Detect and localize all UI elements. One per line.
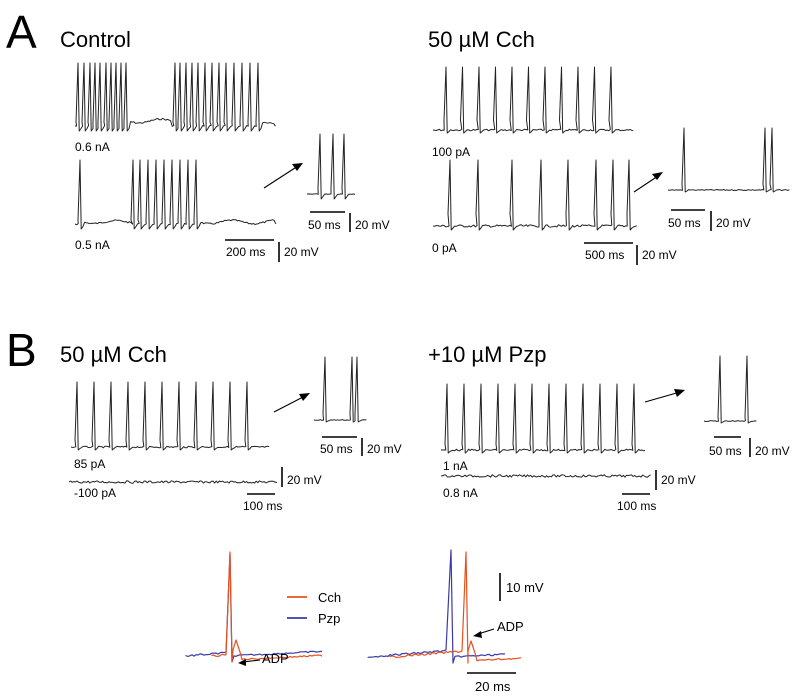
- overlay-time-scale-label: 20 ms: [475, 679, 511, 694]
- adp-right-label: ADP: [497, 619, 524, 634]
- cch-a-title: 50 µM Cch: [428, 27, 535, 52]
- overlay-left-pzp-trace: [185, 553, 323, 663]
- cch-b-title: 50 µM Cch: [60, 342, 167, 367]
- control-inset-trace: [306, 133, 356, 200]
- legend-cch-label: Cch: [318, 590, 341, 605]
- cch-a-voltage-scale-label: 20 mV: [642, 248, 677, 262]
- cch-a-bottom-current-label: 0 pA: [432, 241, 457, 255]
- panel-a-letter: A: [6, 6, 37, 58]
- control-top-trace: [75, 62, 276, 132]
- control-arrow-head-icon: [292, 163, 303, 171]
- control-bottom-trace: [74, 159, 277, 230]
- pzp-top-current-label: 1 nA: [443, 459, 468, 473]
- cch-b-hyperpolarized-trace: [68, 480, 278, 484]
- control-voltage-scale-label: 20 mV: [284, 245, 319, 259]
- cch-b-inset-voltage-label: 20 mV: [367, 442, 402, 456]
- cch-a-bottom-trace: [432, 159, 638, 231]
- overlay-right-cch-trace: [389, 551, 522, 664]
- control-title: Control: [60, 27, 131, 52]
- cch-b-bottom-current-label: -100 pA: [74, 486, 116, 500]
- pzp-inset-trace: [703, 355, 757, 424]
- pzp-voltage-scale-label: 20 mV: [661, 473, 696, 487]
- cch-b-arrow-head-icon: [299, 393, 310, 401]
- overlay-left-cch-trace: [211, 551, 323, 663]
- pzp-inset-voltage-label: 20 mV: [755, 444, 790, 458]
- cch-b-inset-trace: [313, 356, 367, 423]
- legend-pzp-label: Pzp: [318, 611, 340, 626]
- pzp-arrow-head-icon: [674, 389, 685, 397]
- pzp-inset-time-label: 50 ms: [709, 444, 742, 458]
- control-arrow-line: [263, 165, 299, 189]
- panel-b-letter: B: [6, 324, 37, 376]
- cch-a-time-scale-label: 500 ms: [585, 248, 624, 262]
- control-time-scale-label: 200 ms: [226, 245, 265, 259]
- cch-b-top-current-label: 85 pA: [74, 457, 105, 471]
- control-bottom-current-label: 0.5 nA: [75, 238, 110, 252]
- control-top-current-label: 0.6 nA: [75, 140, 110, 154]
- cch-b-inset-time-label: 50 ms: [320, 442, 353, 456]
- pzp-arrow-line: [644, 391, 681, 403]
- adp-right-arrow-head-icon: [473, 631, 482, 638]
- overlay-right-pzp-trace: [367, 549, 506, 664]
- cch-a-arrow-head-icon: [652, 172, 663, 180]
- cch-b-voltage-scale-label: 20 mV: [287, 473, 322, 487]
- control-inset-voltage-label: 20 mV: [355, 218, 390, 232]
- pzp-flat-trace: [440, 474, 651, 478]
- cch-a-inset-voltage-label: 20 mV: [716, 216, 751, 230]
- cch-b-arrow-line: [273, 395, 306, 413]
- cch-a-inset-trace: [667, 127, 790, 193]
- pzp-bottom-current-label: 0.8 nA: [443, 486, 478, 500]
- overlay-voltage-scale-label: 10 mV: [506, 580, 544, 595]
- pzp-time-scale-label: 100 ms: [617, 499, 656, 513]
- cch-a-inset-time-label: 50 ms: [668, 216, 701, 230]
- control-inset-time-label: 50 ms: [308, 218, 341, 232]
- adp-left-label: ADP: [262, 651, 289, 666]
- pzp-top-trace: [441, 383, 646, 454]
- cch-a-top-trace: [432, 66, 634, 134]
- cch-b-time-scale-label: 100 ms: [243, 499, 282, 513]
- cch-b-top-trace: [70, 381, 270, 451]
- pzp-title: +10 µM Pzp: [428, 342, 546, 367]
- cch-a-arrow-line: [633, 175, 659, 193]
- cch-a-top-current-label: 100 pA: [432, 145, 470, 159]
- adp-left-arrow-head-icon: [238, 659, 246, 666]
